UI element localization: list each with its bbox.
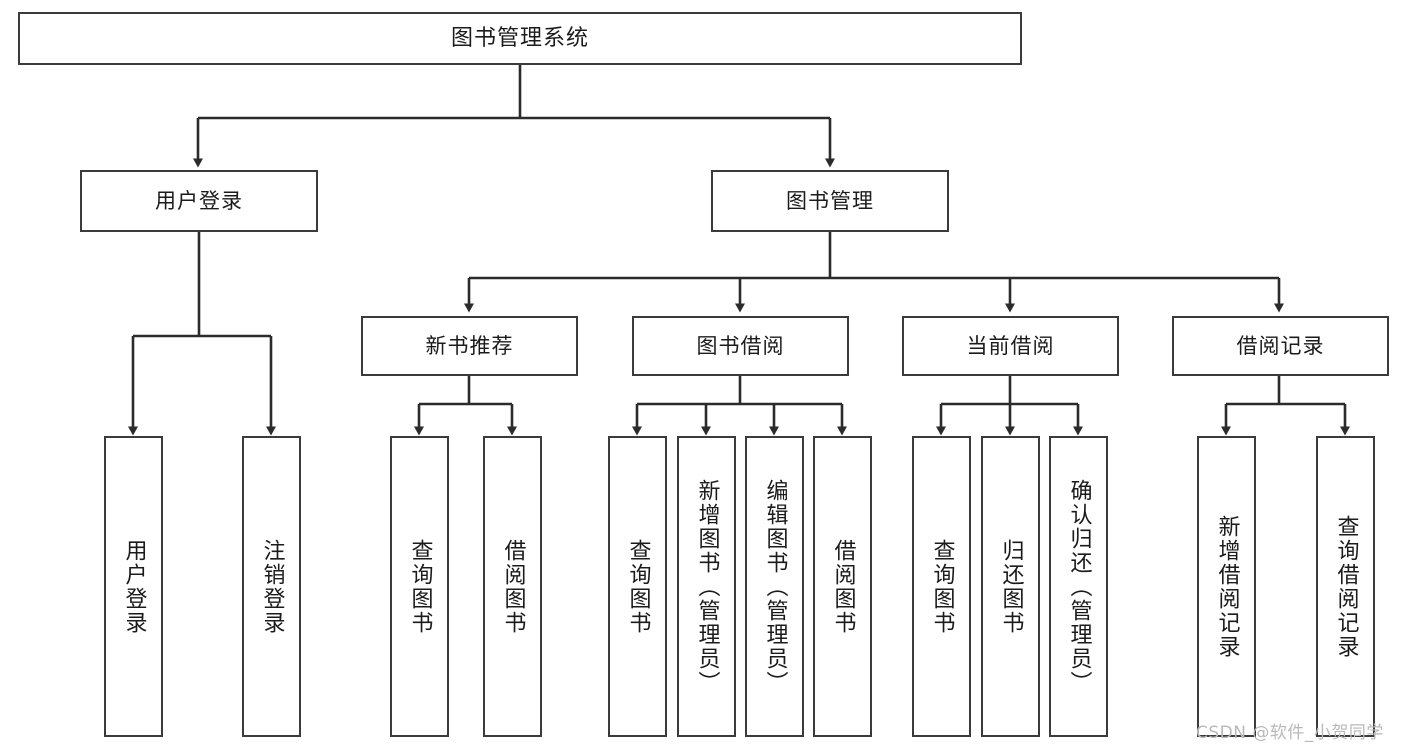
node-label: 查询图书 [407, 538, 433, 635]
node-label: 编辑图书（管理员） [762, 478, 788, 695]
node-borrow-record[interactable]: 借阅记录 [1172, 316, 1389, 376]
leaf-borrow-add-book[interactable]: 新增图书（管理员） [677, 436, 736, 737]
node-label: 借阅图书 [830, 538, 856, 635]
leaf-record-add[interactable]: 新增借阅记录 [1197, 436, 1256, 737]
node-user-login[interactable]: 用户登录 [80, 170, 318, 232]
leaf-current-return-book[interactable]: 归还图书 [981, 436, 1040, 737]
node-label: 查询图书 [625, 538, 651, 635]
node-label: 查询图书 [929, 538, 955, 635]
node-label: 当前借阅 [966, 333, 1055, 358]
node-label: 查询借阅记录 [1333, 514, 1359, 659]
node-label: 用户登录 [121, 538, 147, 635]
leaf-new-book-borrow[interactable]: 借阅图书 [483, 436, 542, 737]
leaf-borrow-borrow-book[interactable]: 借阅图书 [813, 436, 872, 737]
node-root-system[interactable]: 图书管理系统 [18, 12, 1022, 65]
leaf-current-confirm-return[interactable]: 确认归还（管理员） [1049, 436, 1108, 737]
leaf-user-login-logout[interactable]: 注销登录 [242, 436, 301, 737]
node-label: 归还图书 [998, 538, 1024, 635]
node-book-management[interactable]: 图书管理 [711, 170, 949, 232]
leaf-record-query[interactable]: 查询借阅记录 [1316, 436, 1375, 737]
node-label: 图书管理系统 [450, 25, 589, 51]
node-label: 注销登录 [259, 538, 285, 635]
leaf-user-login-login[interactable]: 用户登录 [104, 436, 163, 737]
node-label: 新增图书（管理员） [694, 478, 720, 695]
node-label: 图书管理 [786, 188, 874, 213]
watermark-text: CSDN @软件_小贺同学 [1196, 723, 1384, 743]
node-new-book-recommendation[interactable]: 新书推荐 [361, 316, 578, 376]
node-label: 图书借阅 [696, 333, 785, 358]
node-book-borrow[interactable]: 图书借阅 [632, 316, 849, 376]
node-current-borrow[interactable]: 当前借阅 [902, 316, 1119, 376]
node-label: 确认归还（管理员） [1066, 478, 1092, 695]
node-label: 新书推荐 [425, 333, 514, 358]
node-label: 用户登录 [155, 188, 243, 213]
node-label: 新增借阅记录 [1214, 514, 1240, 659]
node-label: 借阅记录 [1236, 333, 1325, 358]
leaf-new-book-query[interactable]: 查询图书 [390, 436, 449, 737]
leaf-current-query-book[interactable]: 查询图书 [912, 436, 971, 737]
node-label: 借阅图书 [500, 538, 526, 635]
leaf-borrow-query-book[interactable]: 查询图书 [608, 436, 667, 737]
leaf-borrow-edit-book[interactable]: 编辑图书（管理员） [745, 436, 804, 737]
